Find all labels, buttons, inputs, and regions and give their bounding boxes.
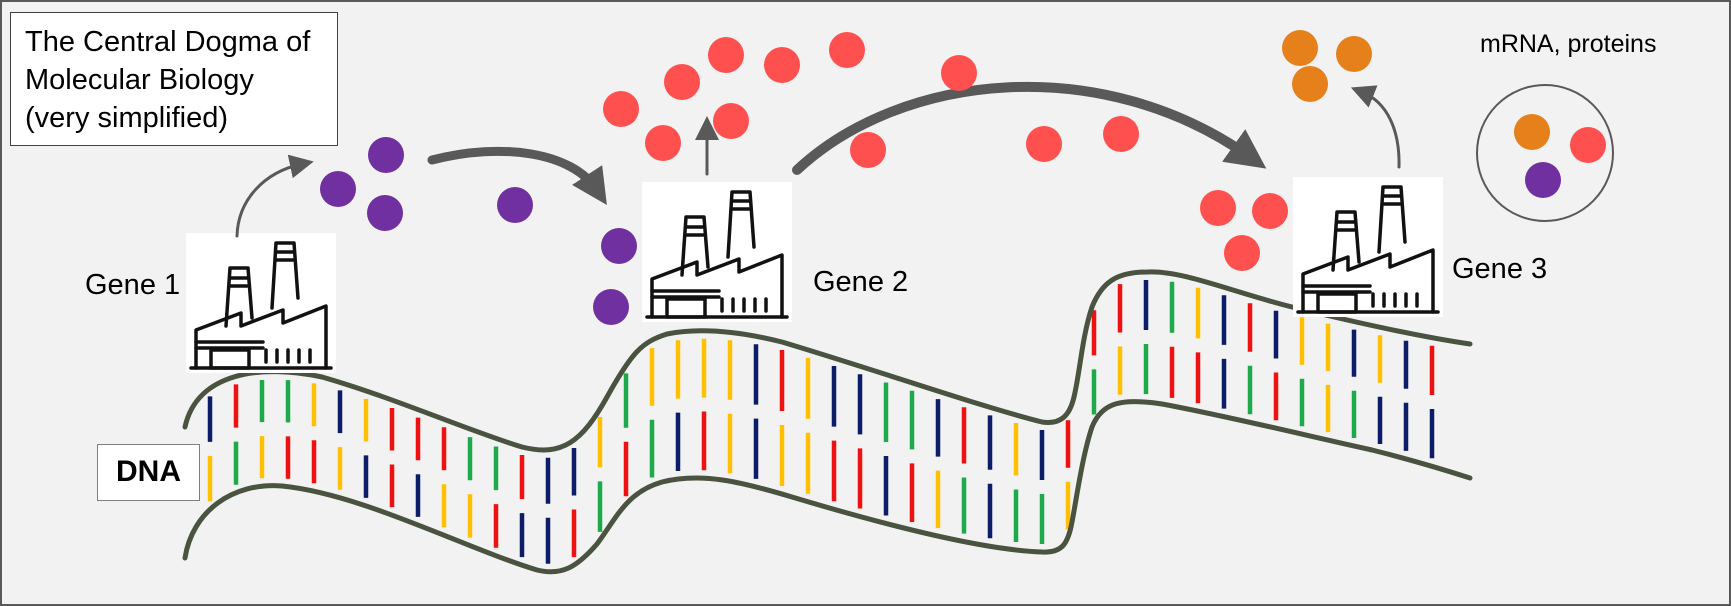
protein-molecule bbox=[603, 91, 639, 127]
dna-bottom-strand bbox=[182, 399, 1473, 575]
gene-2-factory-icon bbox=[640, 180, 794, 324]
protein-molecule bbox=[941, 55, 977, 91]
dna-label: DNA bbox=[97, 444, 200, 501]
mrna-molecule bbox=[601, 228, 637, 264]
protein-molecule bbox=[664, 64, 700, 100]
protein-molecule bbox=[708, 37, 744, 73]
protein-arrow-icon bbox=[1350, 85, 1401, 169]
protein-molecule bbox=[1026, 126, 1062, 162]
mrna-to-gene2-arrow-icon bbox=[427, 146, 607, 206]
diagram-title: The Central Dogma of Molecular Biology (… bbox=[10, 12, 338, 146]
protein-molecule bbox=[713, 103, 749, 139]
protein-molecule bbox=[829, 32, 865, 68]
dna-base-pairs bbox=[207, 280, 1435, 564]
protein-molecule bbox=[1200, 190, 1236, 226]
protein-molecule-orange bbox=[1292, 66, 1328, 102]
protein-molecule bbox=[764, 47, 800, 83]
dna-backbone bbox=[182, 269, 1473, 575]
gene-2-label: Gene 2 bbox=[813, 266, 909, 298]
gene-3-label: Gene 3 bbox=[1452, 253, 1548, 285]
protein-molecule bbox=[645, 125, 681, 161]
title-line-1: The Central Dogma of bbox=[25, 26, 311, 58]
mrna-molecule bbox=[497, 187, 533, 223]
protein-molecules bbox=[603, 30, 1372, 271]
process-arrows bbox=[235, 81, 1401, 238]
legend-mrna-dot bbox=[1525, 162, 1561, 198]
protein-molecule-orange bbox=[1336, 36, 1372, 72]
mrna-molecule bbox=[368, 137, 404, 173]
protein-molecule bbox=[1103, 116, 1139, 152]
mrna-molecule bbox=[367, 195, 403, 231]
title-line-3: (very simplified) bbox=[25, 102, 229, 134]
gene-3-factory-icon bbox=[1291, 175, 1445, 319]
protein-to-gene3-arrow-icon bbox=[792, 81, 1267, 175]
legend bbox=[1476, 84, 1614, 222]
legend-label: mRNA, proteins bbox=[1480, 30, 1657, 58]
protein-molecule bbox=[1224, 235, 1260, 271]
mrna-molecule bbox=[320, 171, 356, 207]
mrna-molecules bbox=[320, 137, 637, 325]
legend-circle bbox=[1476, 84, 1614, 222]
legend-protein-orange-dot bbox=[1514, 114, 1550, 150]
protein-molecule-orange bbox=[1282, 30, 1318, 66]
mrna-molecule bbox=[593, 289, 629, 325]
protein-molecule bbox=[1252, 193, 1288, 229]
legend-protein-red-dot bbox=[1570, 127, 1606, 163]
title-line-2: Molecular Biology bbox=[25, 64, 254, 96]
protein-molecule bbox=[850, 132, 886, 168]
transcription-arrow-icon bbox=[235, 154, 314, 238]
gene-1-label: Gene 1 bbox=[85, 269, 181, 301]
gene-1-factory-icon bbox=[184, 231, 338, 375]
dna-top-strand bbox=[182, 269, 1473, 453]
